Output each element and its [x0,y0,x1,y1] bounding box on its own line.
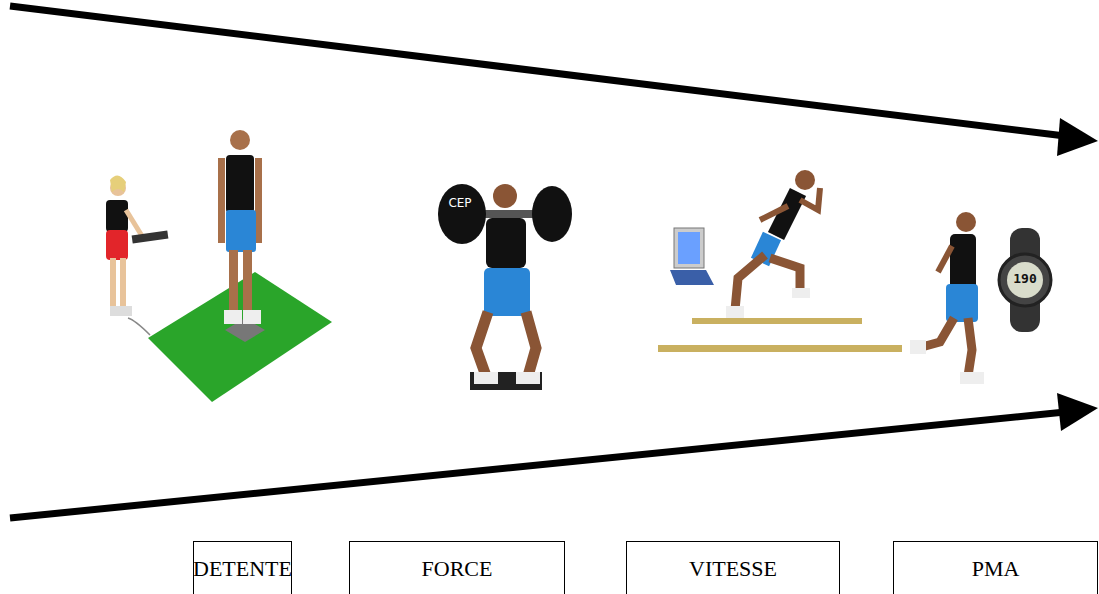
box-label: DETENTE [193,556,292,582]
category-box: DETENTE [193,541,292,594]
category-box: FORCE [349,541,565,594]
squat-figure [438,184,572,390]
jump-test-figures [106,130,332,402]
box-label: VITESSE [689,556,777,582]
category-box: VITESSE [626,541,840,594]
plate-text: CEP [440,196,480,210]
watch-reading: 190 [1005,271,1045,286]
category-box: PMA [893,541,1098,594]
box-label: FORCE [422,556,493,582]
box-label: PMA [972,556,1020,582]
sprint-figure [658,170,902,352]
funnel-arrows [10,6,1098,518]
run-figure [910,212,1051,384]
